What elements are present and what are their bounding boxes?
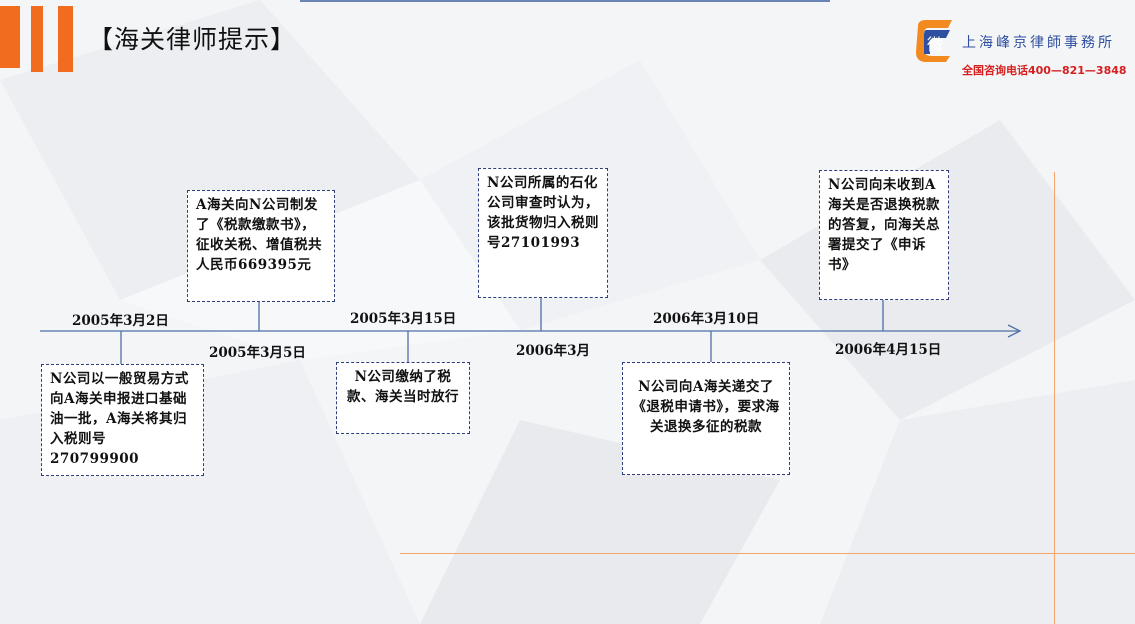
event-date: 2005年3月15日 — [350, 311, 457, 327]
event-box: N公司缴纳了税款、海关当时放行 — [336, 362, 470, 434]
firm-name: 上海峰京律師事務所 — [962, 35, 1115, 51]
event-box: N公司向A海关递交了《退税申请书》，要求海关退换多征的税款 — [622, 362, 790, 475]
page-title: 【海关律师提示】 — [88, 25, 297, 54]
decorative-line — [400, 553, 1135, 554]
event-date: 2005年3月2日 — [72, 313, 169, 329]
firm-logo-icon: 微 — [916, 20, 952, 62]
orange-bar — [0, 6, 20, 68]
event-date: 2005年3月5日 — [209, 345, 306, 361]
event-box: N公司以一般贸易方式向A海关申报进口基础油一批，A海关将其归入税则号270799… — [41, 364, 204, 476]
event-box: N公司向未收到A海关是否退换税款的答复，向海关总署提交了《申诉书》 — [819, 170, 949, 300]
top-accent-line — [300, 0, 830, 2]
orange-bar — [58, 6, 73, 72]
logo-mark-text: 微 — [927, 35, 943, 54]
event-date: 2006年3月 — [516, 343, 590, 359]
event-box: N公司所属的石化公司审查时认为，该批货物归入税则号27101993 — [478, 168, 608, 298]
event-date: 2006年3月10日 — [653, 311, 760, 327]
hotline-text: 全国咨询电话400—821—3848 — [962, 64, 1127, 77]
firm-logo: 微 上海峰京律師事務所 全国咨询电话400—821—3848 — [912, 16, 1132, 78]
event-date: 2006年4月15日 — [835, 342, 942, 358]
orange-bar — [31, 6, 43, 72]
event-box: A海关向N公司制发了《税款缴款书》，征收关税、增值税共人民币669395元 — [187, 190, 335, 302]
decorative-line — [1054, 172, 1055, 624]
